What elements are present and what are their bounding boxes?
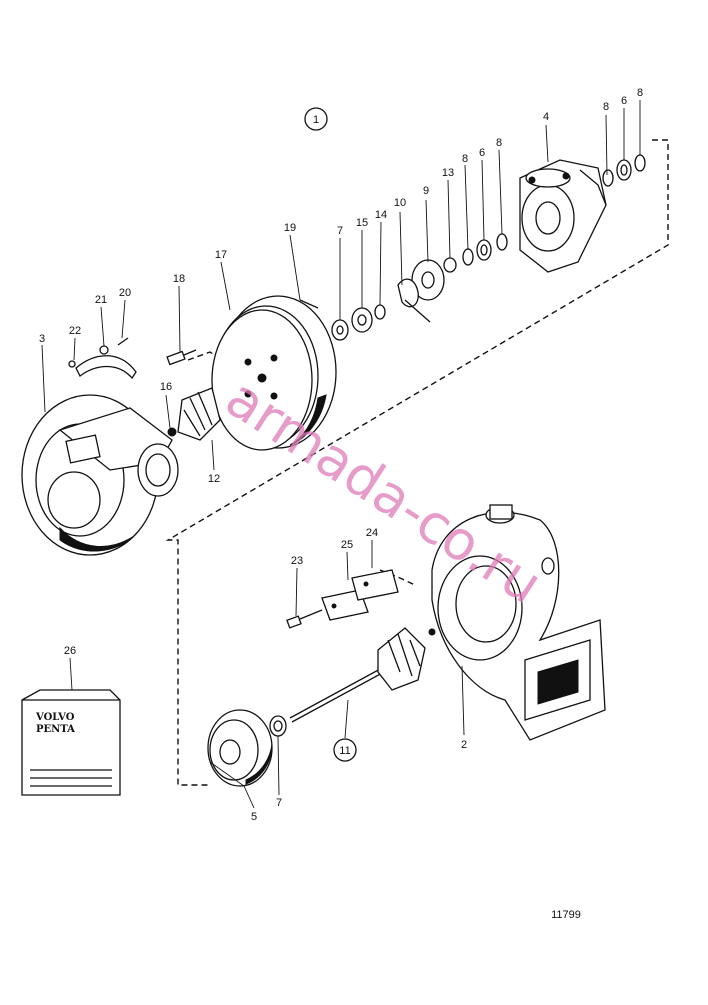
compressor-wheel-part-12: [167, 387, 221, 441]
group-number-circle: [304, 107, 328, 131]
callout-label: 6: [479, 147, 485, 159]
bolt-part-23: [286, 609, 323, 629]
callout-label: 19: [284, 222, 296, 234]
callout-label: 3: [39, 333, 45, 345]
callout-label: 11: [339, 745, 350, 757]
callout-label: 8: [496, 137, 502, 149]
callout-label: 24: [366, 527, 378, 539]
callout-label: 12: [208, 473, 220, 485]
dashed-boundary: [165, 139, 669, 786]
turbine-housing-part-2: [428, 504, 606, 741]
callout-label: 7: [337, 225, 343, 237]
back-plate-part-17: [211, 309, 313, 451]
callout-label: 25: [341, 539, 353, 551]
manual-brand-line-1: VOLVO: [35, 712, 75, 723]
leader-lines: [41, 100, 641, 809]
callout-label: 20: [119, 287, 131, 299]
callout-label: 5: [251, 811, 257, 823]
callout-label: 6: [621, 95, 627, 107]
callout-label: 7: [276, 797, 282, 809]
callout-label: 23: [291, 555, 303, 567]
callout-label: 22: [69, 325, 81, 337]
callout-label: 8: [637, 87, 643, 99]
heat-shield-part-24-25: [321, 569, 399, 621]
manual-brand-line-2: PENTA: [36, 724, 75, 735]
callout-label: 26: [64, 645, 76, 657]
sleeve-part-5: [207, 709, 273, 787]
callout-label: 18: [173, 273, 185, 285]
callout-label: 13: [442, 167, 454, 179]
bolt-part-18: [166, 349, 197, 366]
callout-label: 16: [160, 381, 172, 393]
callout-label: 10: [394, 197, 406, 209]
clamp-part-20-21-22: [68, 337, 137, 380]
callout-label: 8: [603, 101, 609, 113]
seal-rings-upper: [443, 154, 646, 273]
manual-part-26: VOLVO PENTA: [21, 689, 121, 796]
ring-part-7-lower: [269, 715, 287, 737]
callout-label: 14: [375, 209, 387, 221]
callout-label: 15: [356, 217, 368, 229]
group-number: 1: [313, 114, 319, 126]
callout-labels: 8 6 8 4 8 6 8 13 9 10 14 15 7 19 17 18 2…: [39, 87, 643, 823]
callout-label: 2: [461, 739, 467, 751]
bushings-part-14-15: [331, 304, 386, 341]
turbine-shaft-part-11: [289, 627, 426, 723]
callout-11-circle: [333, 738, 357, 762]
callout-label: 17: [215, 249, 227, 261]
callout-label: 9: [423, 185, 429, 197]
drawing-number: 11799: [551, 909, 581, 921]
callout-label: 21: [95, 294, 107, 306]
compressor-housing-part-3: [21, 394, 179, 556]
bearing-housing-part-4: [519, 159, 607, 273]
thrust-plate-part-9-10: [397, 259, 445, 323]
callout-label: 4: [543, 111, 549, 123]
callout-label: 8: [462, 153, 468, 165]
